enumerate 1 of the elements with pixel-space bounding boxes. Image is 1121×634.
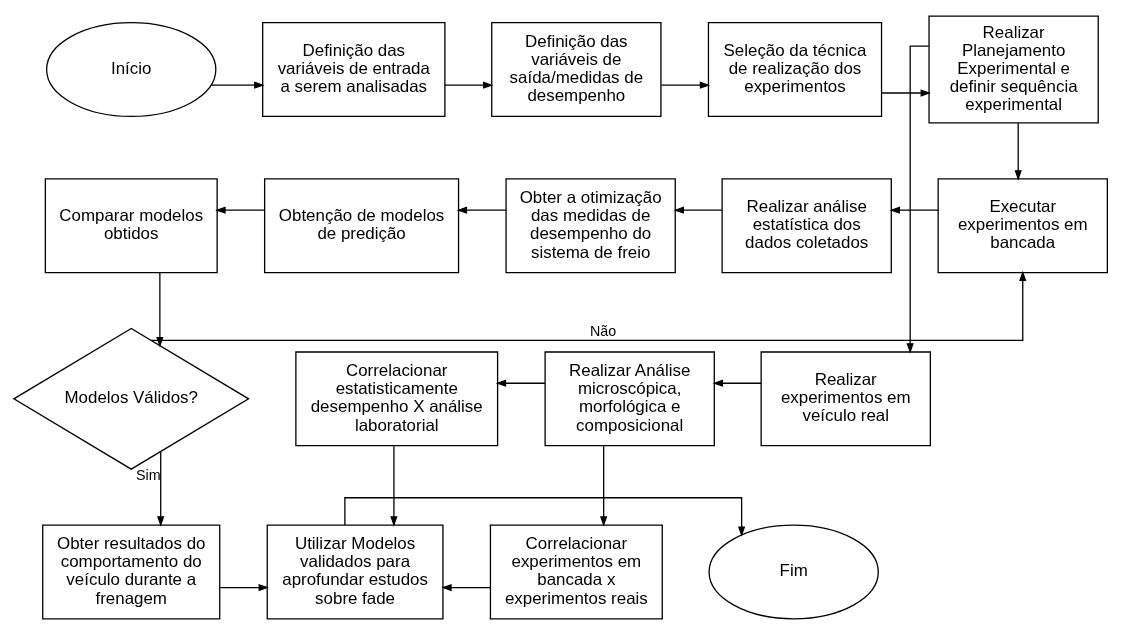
edge-label: Não [590, 322, 617, 339]
